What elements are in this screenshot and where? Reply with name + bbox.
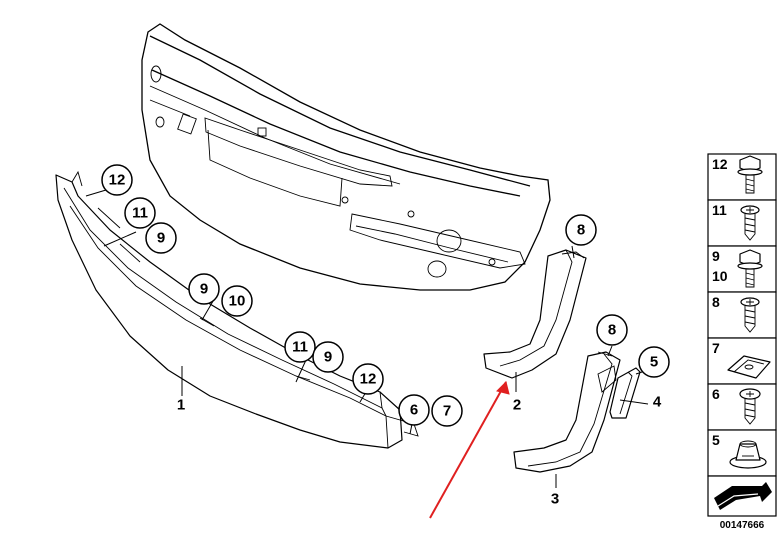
- callout-8-lower: 8: [596, 314, 628, 346]
- front-bumper-outline: [141, 23, 551, 291]
- callout-text: 9: [324, 349, 332, 366]
- legend-label: 7: [712, 340, 720, 356]
- legend-label: 6: [712, 386, 720, 402]
- callout-text: 9: [200, 281, 208, 298]
- torx-screw-icon: [740, 205, 760, 241]
- callout-12-left: 12: [101, 164, 133, 196]
- part-label-4: 4: [653, 394, 662, 411]
- callout-9-left: 9: [145, 222, 177, 254]
- legend-row-9-10: 9 10: [707, 245, 777, 293]
- legend-label: 12: [712, 156, 728, 172]
- clip-nut-icon: [727, 355, 771, 379]
- part-3-trim-strip: [513, 351, 621, 473]
- part-label-1: 1: [177, 397, 185, 414]
- legend-row-12: 12: [707, 153, 777, 201]
- legend-row-arrow: [707, 475, 777, 517]
- torx-screw-icon: [740, 297, 760, 333]
- legend-row-11: 11: [707, 199, 777, 247]
- callout-text: 12: [360, 371, 377, 388]
- callout-12-right: 12: [352, 363, 384, 395]
- callout-text: 6: [410, 402, 418, 419]
- callout-text: 11: [292, 339, 308, 356]
- legend-row-5: 5: [707, 429, 777, 477]
- callout-5: 5: [638, 346, 670, 378]
- part-4-bracket: [609, 367, 641, 419]
- callout-9-middle: 9: [188, 273, 220, 305]
- legend-label: 8: [712, 294, 720, 310]
- callout-9-right: 9: [312, 341, 344, 373]
- callout-text: 7: [443, 403, 451, 420]
- callout-11-right: 11: [284, 331, 316, 363]
- legend-label: 9: [712, 248, 720, 264]
- legend-label: 11: [712, 202, 727, 218]
- part-labels: 1 2 3 4: [177, 394, 662, 508]
- hex-flange-bolt-icon: [737, 249, 763, 288]
- arrow-pointer-icon: [714, 482, 772, 510]
- diagram-code: 00147666: [720, 520, 765, 531]
- hex-flange-bolt-icon: [737, 155, 763, 194]
- callout-text: 8: [608, 322, 616, 339]
- callout-8-upper: 8: [565, 214, 597, 246]
- callout-text: 12: [109, 172, 126, 189]
- callout-text: 9: [157, 230, 165, 247]
- part-label-2: 2: [513, 397, 521, 414]
- legend-row-6: 6: [707, 383, 777, 431]
- callout-text: 5: [650, 354, 658, 371]
- callout-7: 7: [431, 395, 463, 427]
- legend-row-8: 8: [707, 291, 777, 339]
- part-label-3: 3: [551, 491, 559, 508]
- callout-6: 6: [398, 394, 430, 426]
- legend-label: 10: [712, 268, 728, 284]
- part-2-trim-strip: [483, 249, 587, 379]
- legend-row-7: 7: [707, 337, 777, 385]
- highlight-arrow: [429, 381, 510, 519]
- legend-panel: 12 11 9 10: [707, 153, 777, 531]
- callout-text: 8: [577, 222, 585, 239]
- callout-10-middle: 10: [221, 285, 253, 317]
- callouts: 12 11 9 9 10 11 9 12: [101, 164, 670, 427]
- callout-text: 10: [229, 293, 246, 310]
- torx-screw-icon: [739, 388, 761, 425]
- callout-text: 11: [132, 205, 148, 222]
- legend-label: 5: [712, 432, 720, 448]
- spreader-rivet-icon: [729, 440, 767, 469]
- callout-11-left: 11: [124, 197, 156, 229]
